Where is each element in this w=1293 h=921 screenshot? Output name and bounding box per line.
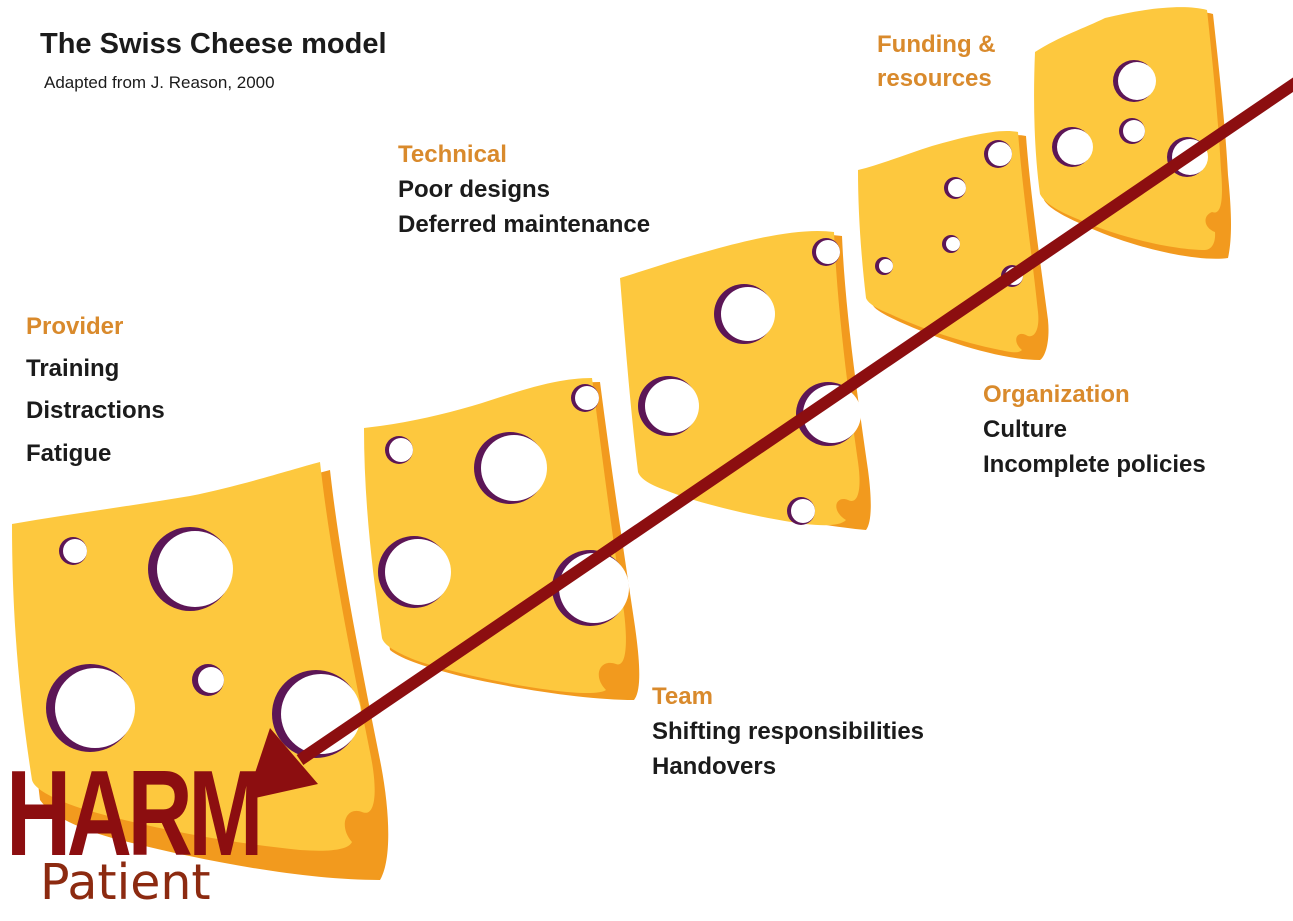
label-organization-item: Incomplete policies (983, 450, 1206, 478)
label-team: Team Shifting responsibilities Handovers (652, 680, 924, 784)
label-team-item: Handovers (652, 752, 777, 780)
page-title: The Swiss Cheese model (40, 28, 387, 60)
label-technical-item: Deferred maintenance (398, 210, 651, 238)
label-organization: Organization Culture Incomplete policies (983, 378, 1206, 482)
label-technical: Technical Poor designs Deferred maintena… (398, 138, 650, 242)
label-funding: Funding & resources (877, 28, 996, 96)
label-organization-heading: Organization (983, 381, 1130, 408)
label-technical-item: Poor designs (398, 175, 551, 203)
page-subtitle: Adapted from J. Reason, 2000 (44, 73, 275, 92)
label-technical-heading: Technical (398, 141, 507, 168)
label-provider-item: Training (26, 355, 120, 383)
cheese-slice-funding (1034, 7, 1231, 259)
harm-label: HARM (6, 745, 263, 881)
cheese-slice-organization (858, 130, 1049, 360)
cheese-slice-team (364, 378, 640, 700)
label-provider-heading: Provider (26, 313, 124, 340)
label-team-heading: Team (652, 683, 713, 710)
label-team-item: Shifting responsibilities (652, 717, 925, 745)
label-funding-heading: Funding & (877, 31, 996, 58)
label-provider-item: Fatigue (26, 439, 112, 467)
label-organization-item: Culture (983, 415, 1067, 443)
label-funding-heading-2: resources (877, 65, 992, 93)
label-provider: Provider Training Distractions Fatigue (26, 306, 165, 475)
label-provider-item: Distractions (26, 397, 165, 425)
arrow-head-icon (246, 728, 318, 800)
cheese-slice-technical (620, 230, 871, 530)
patient-label: Patient (40, 854, 211, 911)
hazard-arrow (246, 77, 1293, 800)
